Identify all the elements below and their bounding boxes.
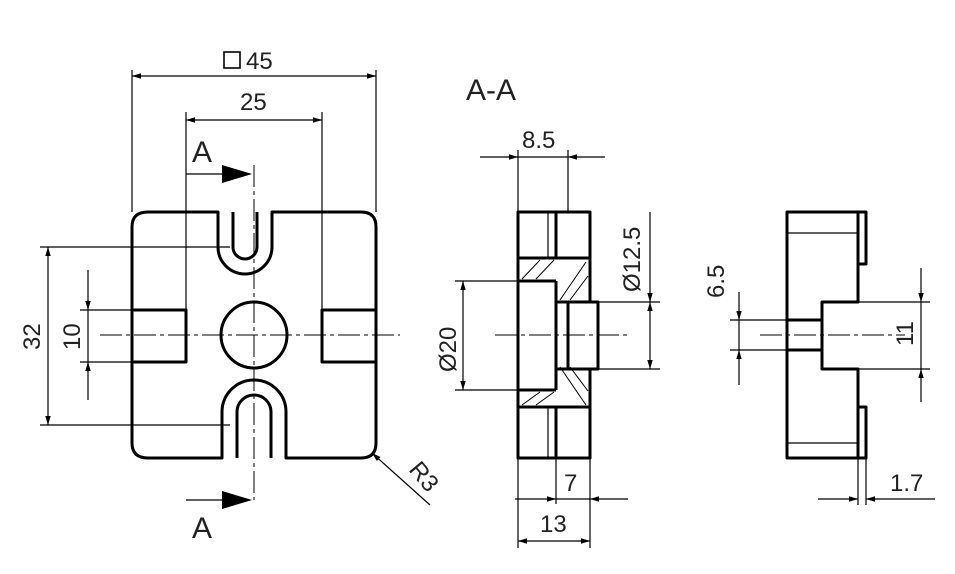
dim-32-label: 32 — [19, 323, 46, 350]
front-view: 45 25 32 10 R3 A A — [19, 48, 444, 545]
left-pocket — [132, 308, 188, 364]
section-hatching — [521, 259, 589, 406]
dim-25-label: 25 — [240, 89, 267, 116]
dim-12-5-label: Ø12.5 — [619, 227, 646, 292]
dim-1-7-label: 1.7 — [890, 470, 923, 497]
right-pocket — [320, 308, 376, 364]
section-mark-top: A — [192, 136, 212, 169]
dim-13-label: 13 — [540, 511, 567, 538]
dim-45-label: 45 — [246, 48, 273, 75]
section-title: A-A — [466, 74, 516, 107]
section-view: A-A — [435, 74, 660, 548]
dim-11-label: 11 — [892, 321, 919, 346]
top-slot-inner — [231, 212, 259, 261]
dim-7-label: 7 — [564, 470, 577, 497]
r3-label: R3 — [403, 457, 443, 498]
square-symbol-icon — [223, 51, 241, 69]
dim-8-5-label: 8.5 — [522, 127, 555, 154]
r3-leader — [371, 452, 431, 506]
dim-10-label: 10 — [59, 323, 86, 350]
side-view: 6.5 11 1.7 — [703, 210, 935, 505]
dim-20-label: Ø20 — [435, 327, 462, 372]
section-arrow-top-icon — [222, 165, 252, 183]
plate-outline — [130, 210, 378, 460]
dim-6-5-label: 6.5 — [703, 265, 730, 298]
section-mark-bottom: A — [192, 512, 212, 545]
section-arrow-bottom-icon — [222, 491, 252, 509]
